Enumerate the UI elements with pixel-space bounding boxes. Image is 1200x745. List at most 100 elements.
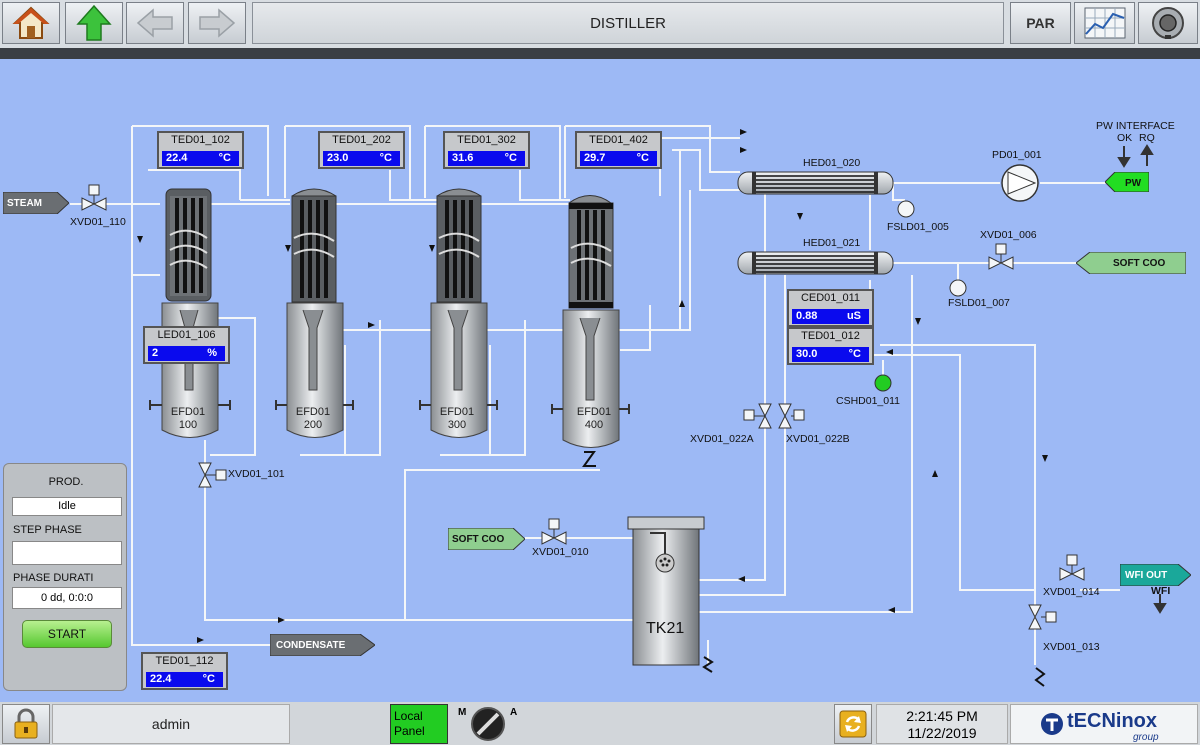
pw-outlet: PW xyxy=(1105,172,1149,194)
tag-name: TED01_012 xyxy=(801,330,860,342)
selector-knob-icon xyxy=(471,707,505,741)
brand-logo: tECNinox group xyxy=(1010,704,1198,744)
refresh-button[interactable] xyxy=(834,704,872,744)
alarm-button[interactable] xyxy=(1138,2,1198,44)
pw-ok-label: OK xyxy=(1117,132,1133,144)
tag-value: 30.0°C xyxy=(792,347,869,362)
trend-chart-icon xyxy=(1084,7,1125,39)
tag-ted01-102[interactable]: TED01_102 22.4°C xyxy=(157,131,244,169)
hx-020-label: HED01_020 xyxy=(803,157,861,169)
tag-value: 22.4°C xyxy=(162,151,239,166)
column-100 xyxy=(161,188,219,438)
user-field: admin xyxy=(52,704,290,744)
condensate-arrow-shape xyxy=(270,634,375,656)
tag-value: 22.4°C xyxy=(146,672,223,687)
forward-button[interactable] xyxy=(188,2,246,44)
up-level-button[interactable] xyxy=(65,2,123,44)
step-phase-label: STEP PHASE xyxy=(13,524,82,536)
local-panel-line2: Panel xyxy=(394,724,425,738)
steam-label: STEAM xyxy=(7,197,42,209)
brand-sub: group xyxy=(1133,732,1159,743)
wfi-out-arrow-shape xyxy=(1120,564,1191,586)
hx-020 xyxy=(737,171,894,195)
tag-name: TED01_112 xyxy=(155,655,214,667)
tag-value: 29.7°C xyxy=(580,151,657,166)
tecninox-logo-icon xyxy=(1041,713,1063,735)
step-phase-field xyxy=(12,541,122,565)
top-toolbar: DISTILLER PAR xyxy=(0,0,1200,48)
tag-ted01-402[interactable]: TED01_402 29.7°C xyxy=(575,131,662,169)
back-button[interactable] xyxy=(126,2,184,44)
tag-ted01-202[interactable]: TED01_202 23.0°C xyxy=(318,131,405,169)
condensate-outlet: CONDENSATE xyxy=(270,634,375,656)
pw-arrow-shape xyxy=(1105,172,1149,192)
steam-arrow-shape xyxy=(3,192,69,214)
wfi-out-label: WFI OUT xyxy=(1125,569,1168,581)
tag-ted01-012[interactable]: TED01_012 30.0°C xyxy=(787,327,874,365)
trend-button[interactable] xyxy=(1074,2,1135,44)
tag-name: CED01_011 xyxy=(800,292,861,304)
valve-xvd01-022a-label: XVD01_022A xyxy=(690,433,754,445)
local-panel-line1: Local xyxy=(394,709,423,723)
par-button[interactable]: PAR xyxy=(1010,2,1071,44)
process-canvas: STEAM CONDENSATE PW SOFT COO SOFT COO WF… xyxy=(0,59,1200,702)
column-400 xyxy=(562,195,620,467)
tag-name: TED01_302 xyxy=(457,134,516,146)
soft-coo-right-label: SOFT COO xyxy=(1113,257,1166,269)
column-300 xyxy=(430,188,488,438)
arrow-right-icon xyxy=(199,8,236,38)
pump-label: PD01_001 xyxy=(992,149,1042,161)
alarm-bell-icon xyxy=(1152,7,1184,39)
pw-rq-label: RQ xyxy=(1139,132,1155,144)
wfi-label: WFI xyxy=(1151,585,1171,597)
prod-status-field: Idle xyxy=(12,497,122,516)
valve-xvd01-013-label: XVD01_013 xyxy=(1043,641,1100,653)
tag-value: 23.0°C xyxy=(323,151,400,166)
fsld01-007-label: FSLD01_007 xyxy=(948,297,1010,309)
tag-value: 2% xyxy=(148,346,225,361)
arrow-up-icon xyxy=(76,4,112,41)
mode-switch[interactable]: M A xyxy=(456,704,520,744)
cshd01-011-label: CSHD01_011 xyxy=(836,395,901,407)
pid-diagram xyxy=(70,125,1167,687)
soft-coo-inlet-right: SOFT COO xyxy=(1076,252,1186,274)
tag-ted01-302[interactable]: TED01_302 31.6°C xyxy=(443,131,530,169)
tank-tk21 xyxy=(627,516,714,673)
lock-button[interactable] xyxy=(2,704,50,744)
valve-xvd01-010-label: XVD01_010 xyxy=(532,546,589,558)
home-button[interactable] xyxy=(2,2,60,44)
lock-icon xyxy=(14,708,38,739)
valve-xvd01-101-label: XVD01_101 xyxy=(228,468,285,480)
mode-a-label: A xyxy=(510,707,518,718)
valve-xvd01-014-label: XVD01_014 xyxy=(1043,586,1100,598)
production-panel: PROD. Idle STEP PHASE PHASE DURATI 0 dd,… xyxy=(3,463,127,691)
par-label: PAR xyxy=(1026,15,1055,31)
valve-xvd01-006-label: XVD01_006 xyxy=(980,229,1037,241)
clock-display: 2:21:45 PM 11/22/2019 xyxy=(876,704,1008,744)
tag-led01-106[interactable]: LED01_106 2% xyxy=(143,326,230,364)
tank-label: TK21 xyxy=(646,620,685,637)
header-divider xyxy=(0,48,1200,59)
page-title: DISTILLER xyxy=(252,2,1004,44)
tag-ted01-112[interactable]: TED01_112 22.4°C xyxy=(141,652,228,690)
steam-inlet: STEAM xyxy=(3,192,69,214)
hx-021 xyxy=(737,251,894,275)
tag-name: LED01_106 xyxy=(157,329,216,341)
mode-m-label: M xyxy=(458,707,467,718)
tag-name: TED01_102 xyxy=(171,134,230,146)
phase-duration-field: 0 dd, 0:0:0 xyxy=(12,587,122,609)
hx-021-label: HED01_021 xyxy=(803,237,861,249)
status-bar: admin Local Panel M A 2:21:45 PM 11/22/2… xyxy=(0,702,1200,745)
tag-name: TED01_402 xyxy=(589,134,648,146)
pw-label: PW xyxy=(1125,177,1142,189)
start-button[interactable]: START xyxy=(22,620,112,648)
fsld01-005-label: FSLD01_005 xyxy=(887,221,949,233)
pw-interface-label: PW INTERFACE xyxy=(1096,120,1175,132)
soft-coo-right-shape xyxy=(1076,252,1186,274)
